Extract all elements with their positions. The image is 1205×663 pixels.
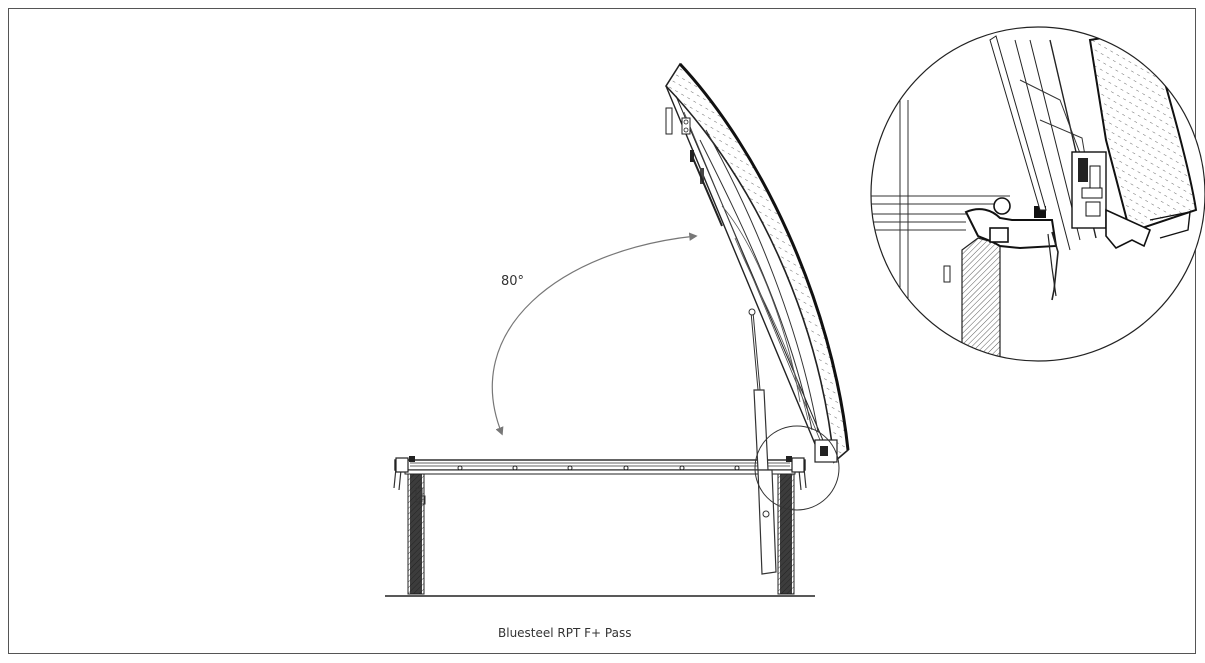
diagram-caption: Bluesteel RPT F+ Pass: [498, 626, 631, 640]
angle-label: 80°: [501, 274, 524, 289]
curb-base: [385, 467, 815, 597]
drawing-frame: [8, 8, 1196, 654]
detail-view: [870, 26, 1205, 362]
opened-lid: [664, 62, 850, 464]
opening-angle-arc: [491, 232, 698, 436]
gas-strut: [748, 308, 777, 575]
detail-callout-circle: [754, 425, 840, 511]
upstand-frame: [394, 456, 806, 475]
